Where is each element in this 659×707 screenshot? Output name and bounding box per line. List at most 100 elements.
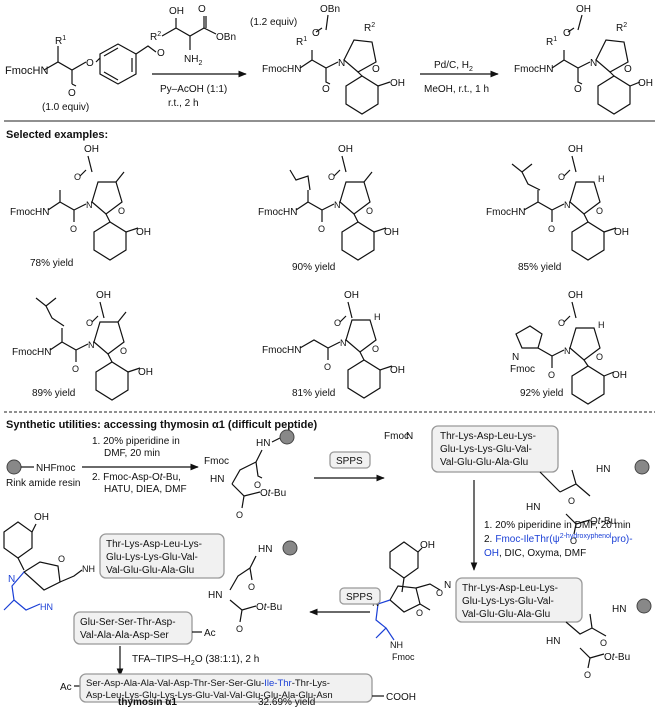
product-name: thymosin α1 [118,697,177,707]
ex3-phenol-oh: OH [614,227,629,238]
ex4-o: O [86,318,93,328]
ser-block-line2: Val-Ala-Ala-Asp-Ser [80,630,169,641]
mid-side-o: O [600,638,607,648]
ser-block-box [73,611,193,645]
ac-label: Ac [204,628,216,639]
step2-line2: 2.Fmoc-IleThr(ψ2-hydroxyphenolpro)- [484,533,633,545]
example-4: OH O FmocHN O N O OH 89% yield [12,290,153,401]
ex4-n: N [88,340,95,350]
ex4-fmochn: FmocHN [12,347,51,358]
spps-label-2: SPPS [346,592,373,603]
left-hn: HN [40,602,53,612]
thymosin-product: Ac Ser-Asp-Ala-Ala-Val-Asp-Thr-Ser-Ser-G… [60,673,416,707]
ex1-ring-o: O [118,206,125,216]
ser-o: O [198,4,206,15]
ex3-ring-o: O [596,206,603,216]
ring-o-prod: O [624,64,632,75]
resin-bead-icon-5 [282,540,298,556]
example-6: OH O N Fmoc O N H O OH 92% yield [510,290,627,405]
left-ring-o: O [58,554,65,564]
yield-78: 78% yield [30,258,73,269]
ex5-o: O [334,318,341,328]
ex1-fmochn: FmocHN [10,207,49,218]
yield-81: 81% yield [292,388,335,399]
final-yield: 32.69% yield [258,697,315,707]
nh2-label: NH2 [184,54,202,67]
ex1-o: O [74,172,81,182]
ex5-ring-o: O [372,344,379,354]
step1-line3: 2. Fmoc-Asp-Ot-Bu, [92,472,181,483]
asp-carbonyl-o: O [236,510,243,520]
r2-int: R2 [364,22,375,34]
obn-label-2: OBn [320,4,340,15]
mid-nh-resin: HN [612,604,626,615]
step2-line1: 1. 20% piperidine in DMF, 20 min [484,520,631,531]
spps-box-1 [329,451,371,469]
final-peptide-box [79,673,373,703]
peptide-box-top [431,425,559,473]
left-hn-bb: HN [208,590,222,601]
phenol-oh-prod: OH [638,78,653,89]
peptide-left-line3: Val-Glu-Glu-Ala-Glu [106,565,194,576]
yield-89: 89% yield [32,388,75,399]
condition-2a: Pd/C, H2 [434,60,473,73]
ex3-oh: OH [568,144,583,155]
step2-line3: OH, DIC, Oxyma, DMF [484,548,586,559]
asp-resin-intermediate: HN O Fmoc HN O Ot-Bu [204,429,295,520]
mid-hn: N [444,580,451,591]
peptide-mid-line3: Val-Glu-Glu-Ala-Glu [462,609,550,620]
o-prod: O [563,28,571,39]
yield-85: 85% yield [518,262,561,273]
amide-o-prod: O [574,84,582,95]
resin-bead-icon-4 [636,598,652,614]
n-prod: N [590,58,597,69]
spps-box-2 [339,587,381,605]
ex2-phenol-oh: OH [384,227,399,238]
left-oh: OH [34,512,49,523]
ex6-amide-o: O [548,370,555,380]
o-label-int: O [312,28,320,39]
carbonyl-o: O [68,88,76,99]
ex5-fmochn: FmocHN [262,345,301,356]
amide-o: O [322,84,330,95]
aldehyde-o: O [157,48,165,59]
step1-line4: HATU, DIEA, DMF [104,484,187,495]
steps-2: 1. 20% piperidine in DMF, 20 min 2.Fmoc-… [484,520,633,559]
ex5-n: N [340,338,347,348]
ex5-oh: OH [344,290,359,301]
condition-1a: Py–AcOH (1:1) [160,84,227,95]
ex3-fmochn: FmocHN [486,207,525,218]
ex6-h: H [598,320,605,330]
example-5: OH O FmocHN O N H O OH 81% yield [262,290,405,399]
cleave-conditions: TFA–TIPS–H2O (38:1:1), 2 h [132,654,259,667]
top-nh-resin: HN [596,464,610,475]
ex6-n-pro: N [512,352,519,363]
ex2-ring-o: O [366,206,373,216]
peptide-box-mid [455,577,583,623]
mid-nh: NH [390,640,403,650]
resin-bead-icon-2 [279,429,295,445]
peptide-box-left [99,533,225,579]
ex3-amide-o: O [548,224,555,234]
r2-prod: R2 [616,22,627,34]
top-hn: N [406,431,413,442]
top-reaction-scheme: FmocHN R1 O O O (1.0 equiv) OH R2 O OBn … [5,4,653,115]
ex1-oh: OH [84,144,99,155]
ex2-fmochn: FmocHN [258,207,297,218]
rink-amide-resin: NHFmoc Rink amide resin [6,459,80,489]
fmochn-int: FmocHN [262,64,301,75]
asp-hn: HN [256,438,270,449]
ex3-n: N [564,200,571,210]
r1-int: R1 [296,36,307,48]
acid-product: OH O R1 R2 FmocHN O N O OH [514,4,653,115]
ex1-amide-o: O [70,224,77,234]
example-3: OH O FmocHN O N H O OH 85% yield [486,144,629,273]
n-label-int: N [338,58,345,69]
ex1-n: N [86,200,93,210]
mid-fmoc: Fmoc [392,652,415,662]
final-ac: Ac [60,682,72,693]
peptide-left-line2: Glu-Lys-Lys-Glu-Val- [106,552,198,563]
left-side-o: O [248,582,255,592]
yield-92: 92% yield [520,388,563,399]
condition-2b: MeOH, r.t., 1 h [424,84,489,95]
